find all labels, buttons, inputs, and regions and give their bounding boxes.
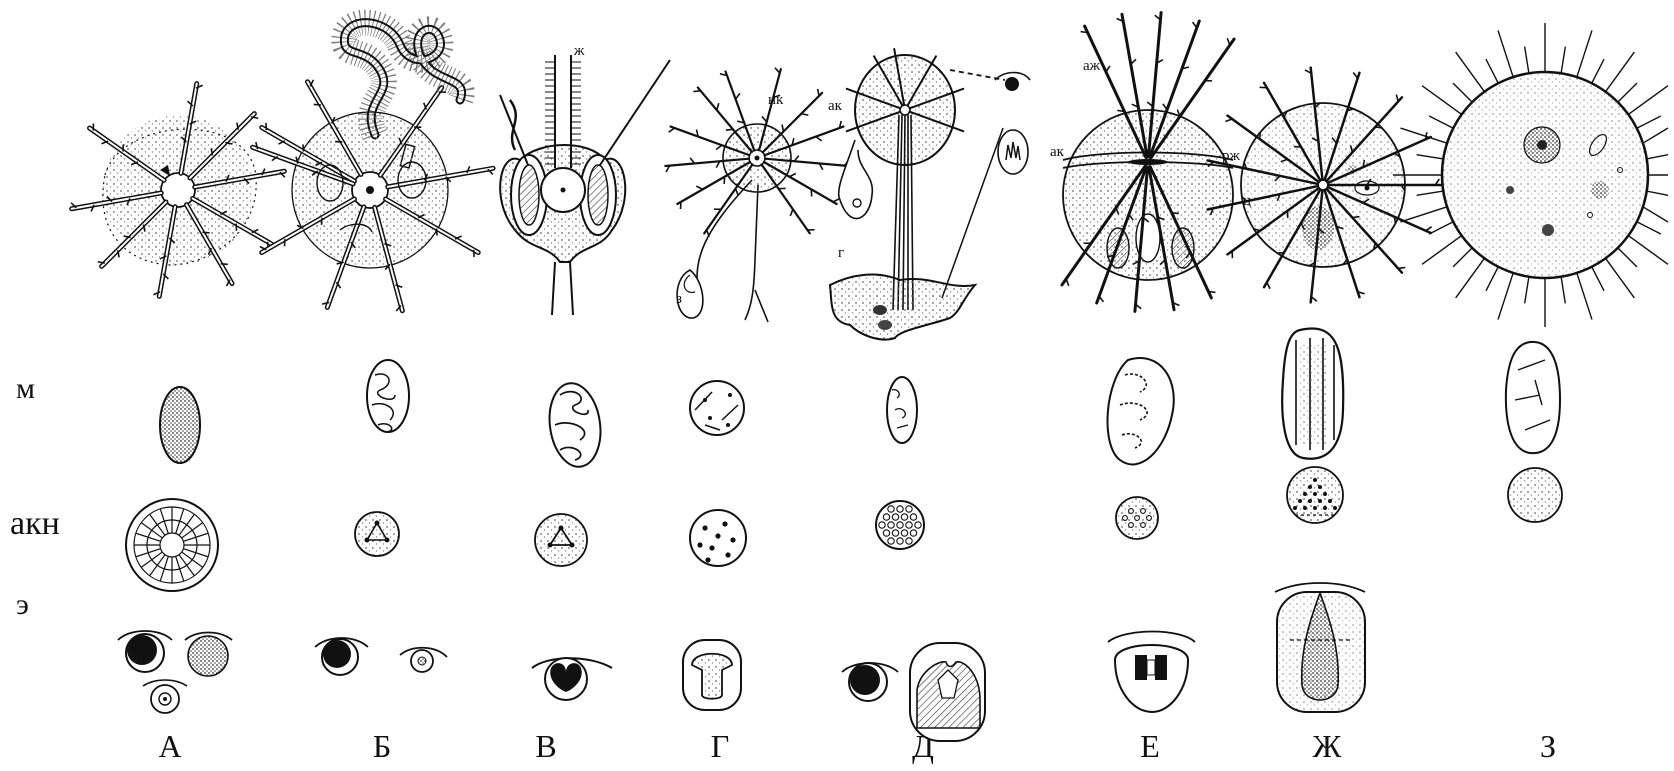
cell-z — [1393, 23, 1668, 327]
spine — [1561, 47, 1565, 74]
mitochondria-row — [160, 328, 1560, 470]
spine — [1453, 248, 1472, 267]
axoneme-z — [1508, 468, 1562, 522]
mitochondrion-g — [690, 381, 744, 435]
label-g: г — [838, 245, 844, 261]
axoneme-a — [126, 499, 218, 591]
spine — [1498, 273, 1513, 320]
cell-d — [830, 49, 1030, 340]
extrusome-v — [532, 658, 612, 700]
label-rzh: рж — [1222, 148, 1241, 164]
spine — [1618, 248, 1637, 267]
axoneme-d — [876, 501, 924, 549]
spine — [1525, 47, 1529, 74]
spine — [1486, 59, 1498, 83]
label-ak-e: ак — [1050, 144, 1065, 160]
spine — [1606, 52, 1635, 92]
pseudopod-cell — [830, 275, 975, 340]
extrusome-a2 — [185, 633, 232, 677]
mitochondrion-e — [1108, 358, 1174, 464]
spine — [1417, 191, 1444, 195]
spine — [1643, 207, 1668, 222]
mitochondrion-b — [367, 360, 409, 432]
spine — [1577, 273, 1592, 320]
spine — [1592, 59, 1604, 83]
extrusome-zh — [1275, 583, 1365, 712]
extrusome-row — [118, 583, 1365, 741]
axoneme-b — [355, 512, 399, 556]
spine — [1577, 30, 1592, 77]
spine — [1456, 52, 1485, 92]
label-z: з — [676, 291, 682, 307]
label-ts: ц — [1243, 193, 1251, 209]
mitochondrion-v — [544, 380, 605, 470]
spine — [1525, 277, 1529, 304]
label-azh: аж — [1083, 58, 1101, 74]
extrusome-b2 — [400, 648, 447, 672]
extrusome-d2 — [910, 643, 985, 741]
axoneme-v — [535, 514, 587, 566]
cell-zh — [1208, 68, 1441, 303]
cell-v — [500, 55, 670, 315]
cell-a — [71, 84, 285, 297]
mitochondrion-zh — [1282, 328, 1343, 458]
label-ak: ак — [828, 98, 843, 114]
spine — [1453, 83, 1472, 102]
label-nk: нк — [768, 92, 784, 108]
axoneme-row — [126, 467, 1562, 591]
spine — [1647, 191, 1668, 195]
label-zh: ж — [573, 43, 585, 59]
spine — [1647, 155, 1668, 159]
axoneme-g — [690, 510, 746, 566]
spine — [1417, 155, 1444, 159]
mitochondrion-z — [1506, 342, 1560, 453]
spine — [1400, 207, 1447, 222]
spine — [1637, 116, 1661, 128]
axoneme-zh — [1287, 467, 1343, 523]
mitochondrion-a — [160, 387, 200, 463]
spine — [1628, 236, 1668, 265]
spine — [1429, 222, 1453, 234]
extrusome-a1 — [118, 631, 172, 672]
spine — [1498, 30, 1513, 77]
spine — [1561, 277, 1565, 304]
axoneme-e — [1116, 497, 1158, 539]
spine — [1637, 222, 1661, 234]
spine — [1643, 128, 1668, 143]
spine — [1456, 258, 1485, 298]
spine — [1592, 267, 1604, 291]
spine — [1422, 86, 1462, 115]
extrusome-e — [1108, 632, 1195, 713]
extrusome-a3 — [143, 680, 187, 713]
spine — [1628, 86, 1668, 115]
spine — [1486, 267, 1498, 291]
spine — [1422, 236, 1462, 265]
spine — [1429, 116, 1453, 128]
cell-g — [665, 68, 849, 322]
extrusome-g — [683, 640, 741, 710]
mitochondrion-d — [887, 377, 917, 443]
extrusome-b1 — [315, 638, 368, 675]
spine — [1618, 83, 1637, 102]
cell-b — [253, 23, 494, 311]
spine — [1606, 258, 1635, 298]
extrusome-d1 — [842, 663, 898, 701]
